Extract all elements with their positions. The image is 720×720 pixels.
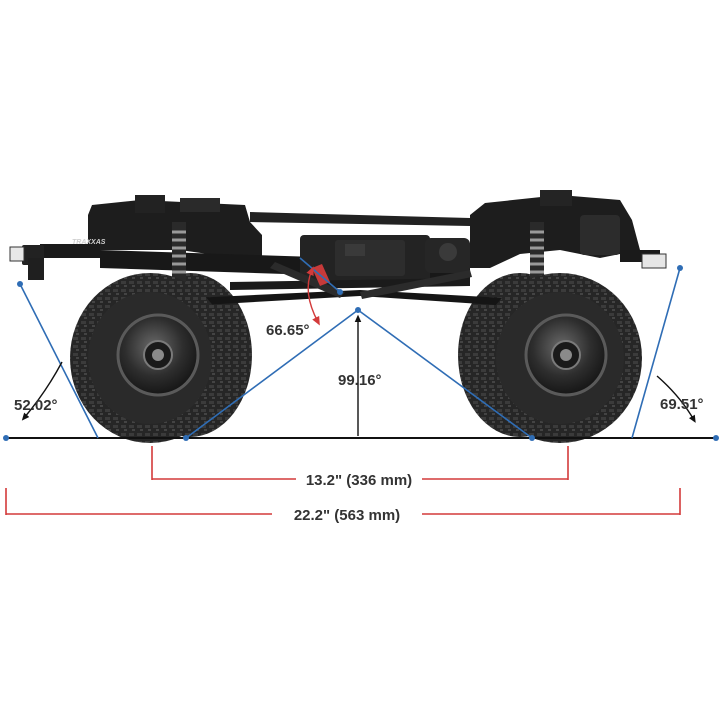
departure-angle-arc xyxy=(656,375,696,423)
wheelbase-label: 13.2" (336 mm) xyxy=(306,472,412,489)
front-tire-ground-point xyxy=(529,435,535,441)
shock-angle-label: 66.65° xyxy=(266,322,310,339)
angle-lines xyxy=(19,257,681,439)
approach-angle-line xyxy=(19,283,99,439)
front-wheel xyxy=(478,273,642,443)
approach-angle-label: 52.02° xyxy=(14,397,58,414)
breakover-apex-point xyxy=(355,307,361,313)
departure-contact-point xyxy=(677,265,683,271)
departure-angle-line xyxy=(631,267,681,439)
breakover-line-rear xyxy=(185,309,359,439)
rear-shock xyxy=(172,222,186,284)
angle-points xyxy=(17,265,683,441)
angle-arcs xyxy=(21,266,696,436)
rear-wheel xyxy=(70,273,230,443)
breakover-angle-label: 99.16° xyxy=(338,372,382,389)
frame: TRAXXAS xyxy=(9,190,667,308)
approach-angle-arc xyxy=(21,361,63,421)
rc-crawler-chassis: TRAXXAS xyxy=(9,190,667,443)
wheelbase-dimension xyxy=(151,446,569,480)
ground-line xyxy=(3,435,719,441)
shock-angle-arc xyxy=(306,266,320,326)
rear-tire-ground-point xyxy=(183,435,189,441)
approach-contact-point xyxy=(17,281,23,287)
departure-angle-label: 69.51° xyxy=(660,396,704,413)
shock-pivot-point xyxy=(337,289,343,295)
chassis-logo: TRAXXAS xyxy=(72,239,106,246)
front-shock xyxy=(530,222,544,284)
shock-angle-line xyxy=(299,257,341,293)
overall-length-dimension xyxy=(5,488,681,515)
breakover-line-front xyxy=(357,309,533,439)
overall-length-label: 22.2" (563 mm) xyxy=(294,507,400,524)
